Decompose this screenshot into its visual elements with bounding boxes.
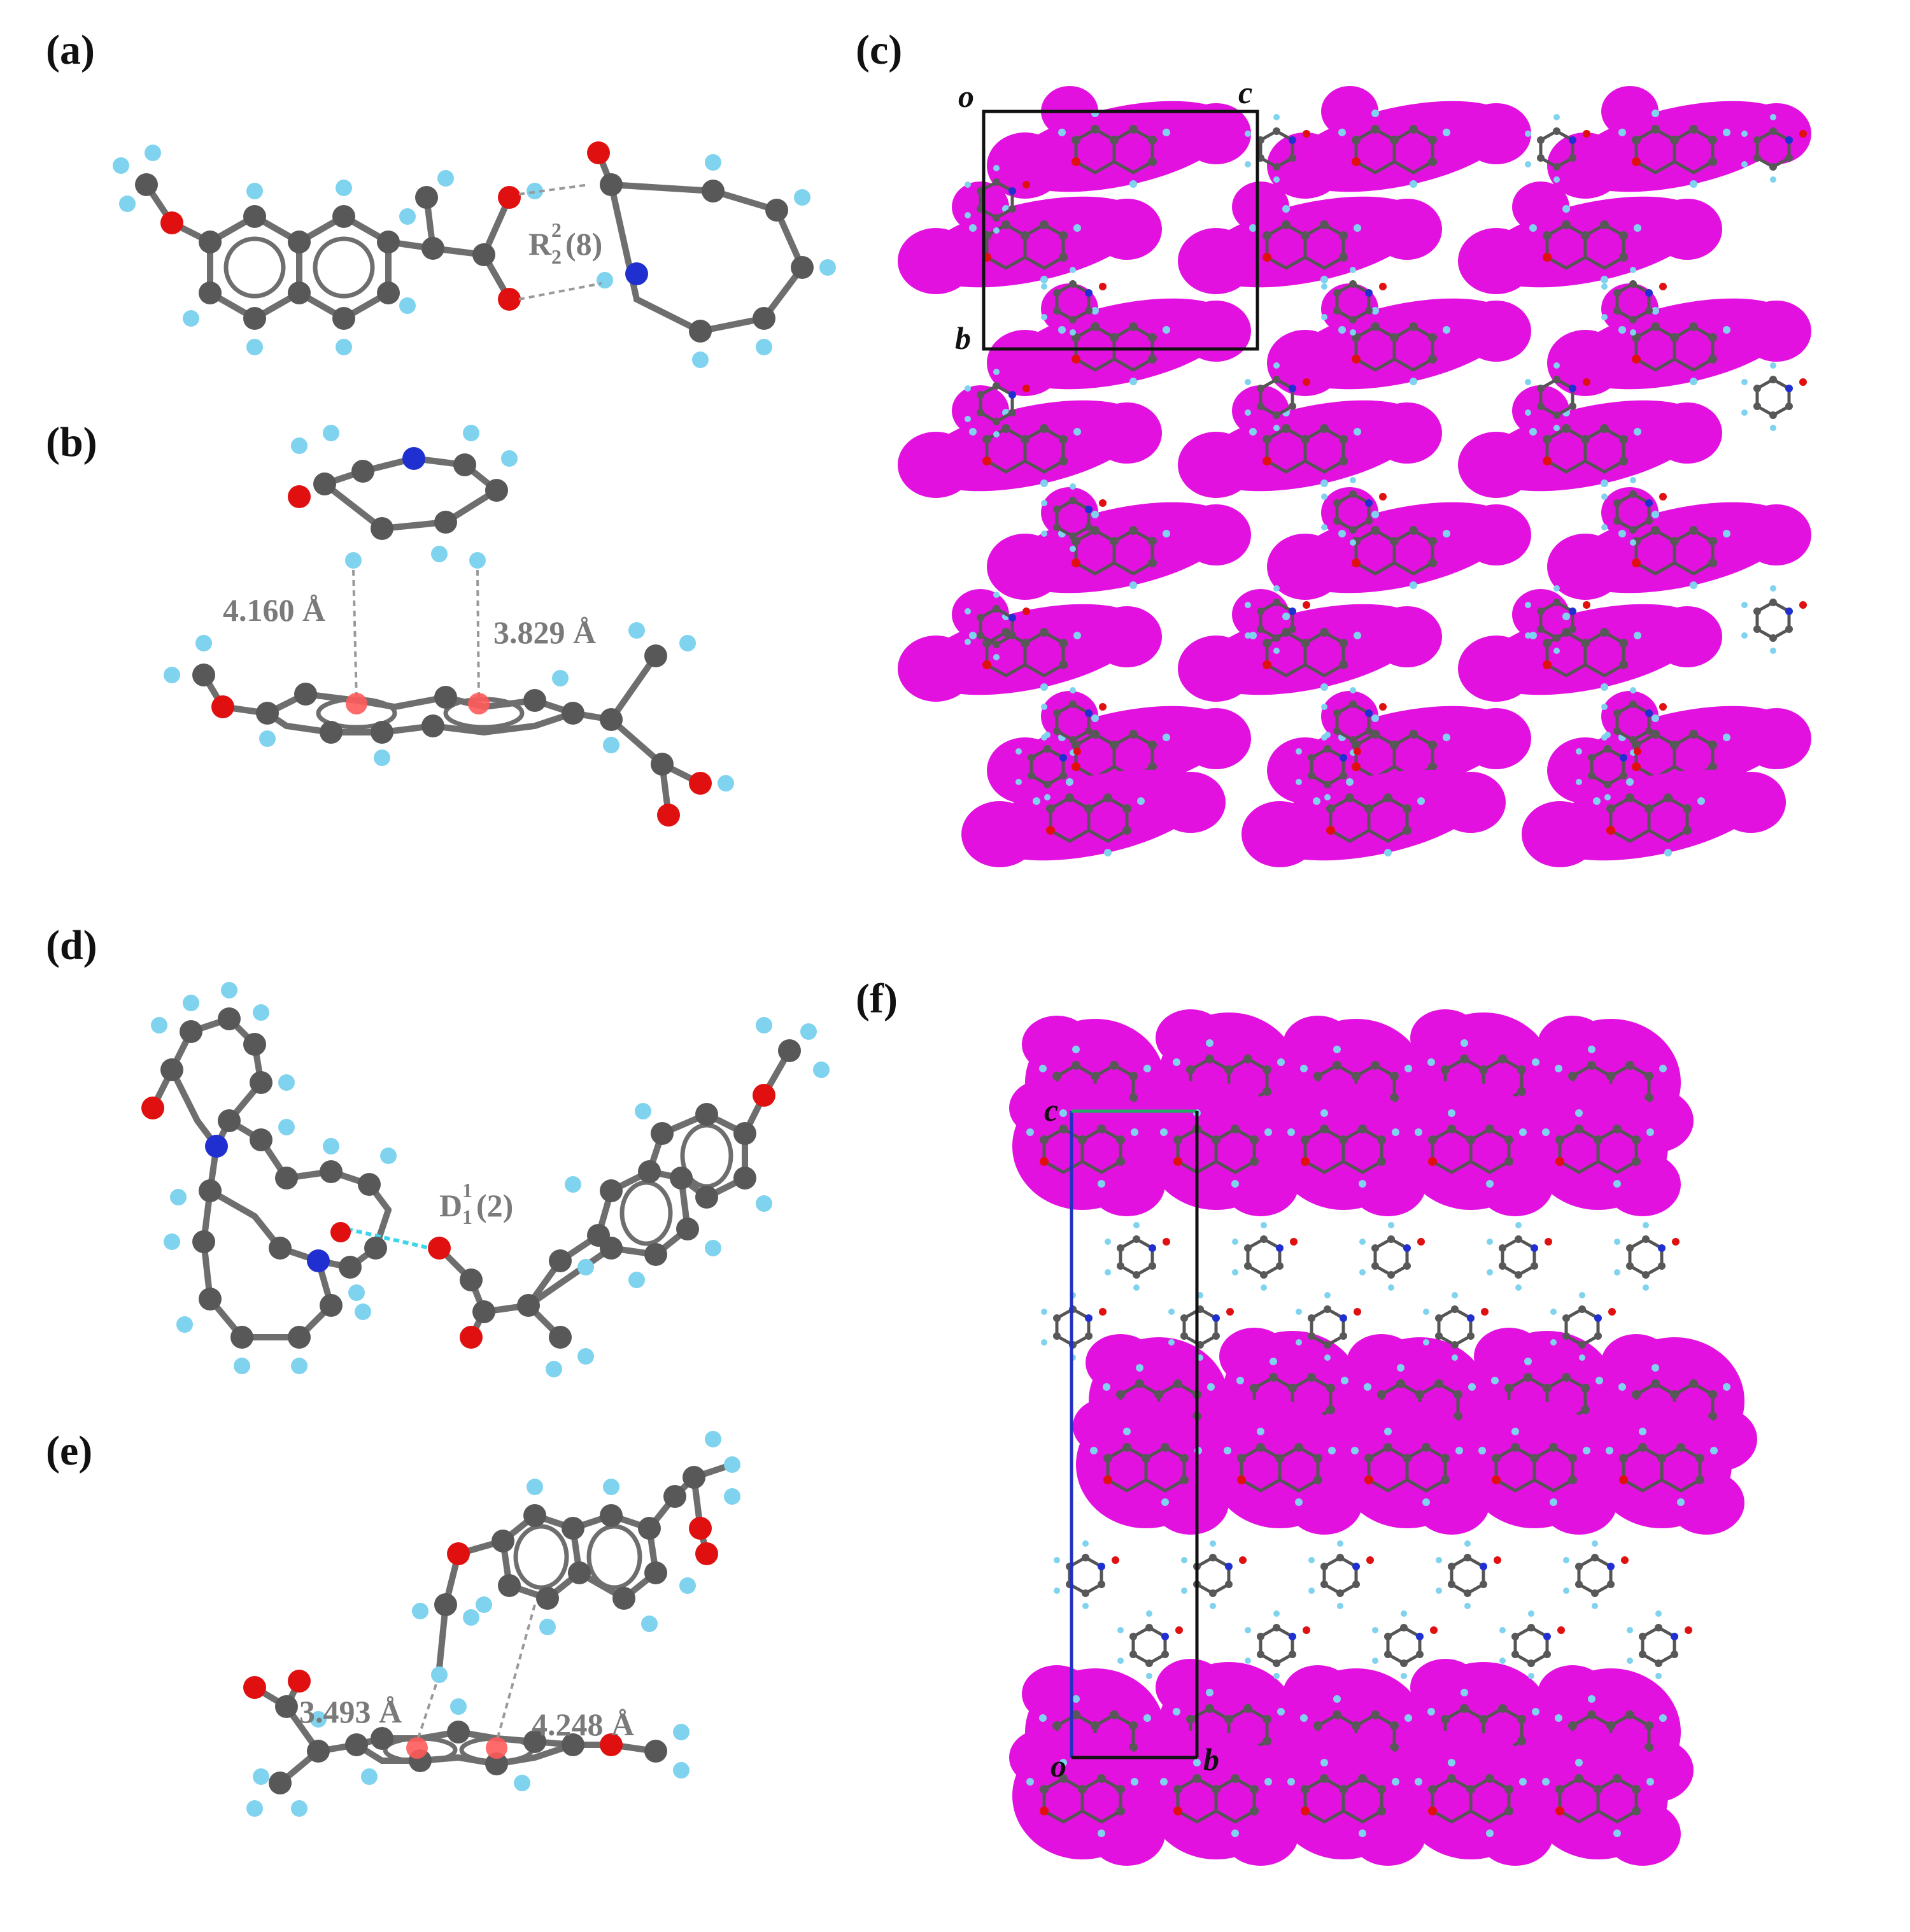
svg-text:2: 2 [551,245,562,268]
panel-label-e: (e) [46,1428,92,1474]
svg-text:2: 2 [551,218,562,241]
distance-label-e1: 3.493 Å [299,1694,402,1730]
panel-c-packing: o c b [898,75,1811,877]
panel-label-c: (c) [856,27,902,73]
panel-b-structure [164,425,734,827]
svg-text:1: 1 [462,1205,472,1228]
packing-surfaces-f [1009,1009,1757,1866]
panel-label-f: (f) [856,976,898,1022]
distance-label-b2: 3.829 Å [493,614,596,650]
cell-axis-c-c: c [1238,75,1252,110]
cell-origin-f: o [1050,1748,1066,1784]
motif-label-d: D 1 1 (2) [439,1179,513,1228]
cell-origin-c: o [958,78,974,114]
unit-cell-c [982,110,1259,351]
panel-label-b: (b) [46,419,97,465]
panel-a-structure [113,141,836,368]
svg-text:(8): (8) [565,226,602,262]
motif-label-a: R 2 2 (8) [528,218,602,268]
distance-label-b1: 4.160 Å [223,592,325,628]
cell-axis-c-f: c [1044,1092,1058,1128]
distance-label-e2: 4.248 Å [532,1707,634,1742]
svg-text:(2): (2) [476,1188,513,1223]
svg-text:1: 1 [462,1179,472,1202]
svg-text:D: D [439,1188,462,1223]
panel-e-structure [243,1431,740,1817]
panel-f-packing: c o b [1009,1009,1757,1866]
panel-d-structure [141,982,830,1377]
svg-text:R: R [528,226,552,262]
cell-axis-b-c: b [955,320,971,356]
cell-axis-b-f: b [1203,1742,1219,1777]
panel-label-d: (d) [46,922,97,969]
panel-label-a: (a) [46,27,95,73]
